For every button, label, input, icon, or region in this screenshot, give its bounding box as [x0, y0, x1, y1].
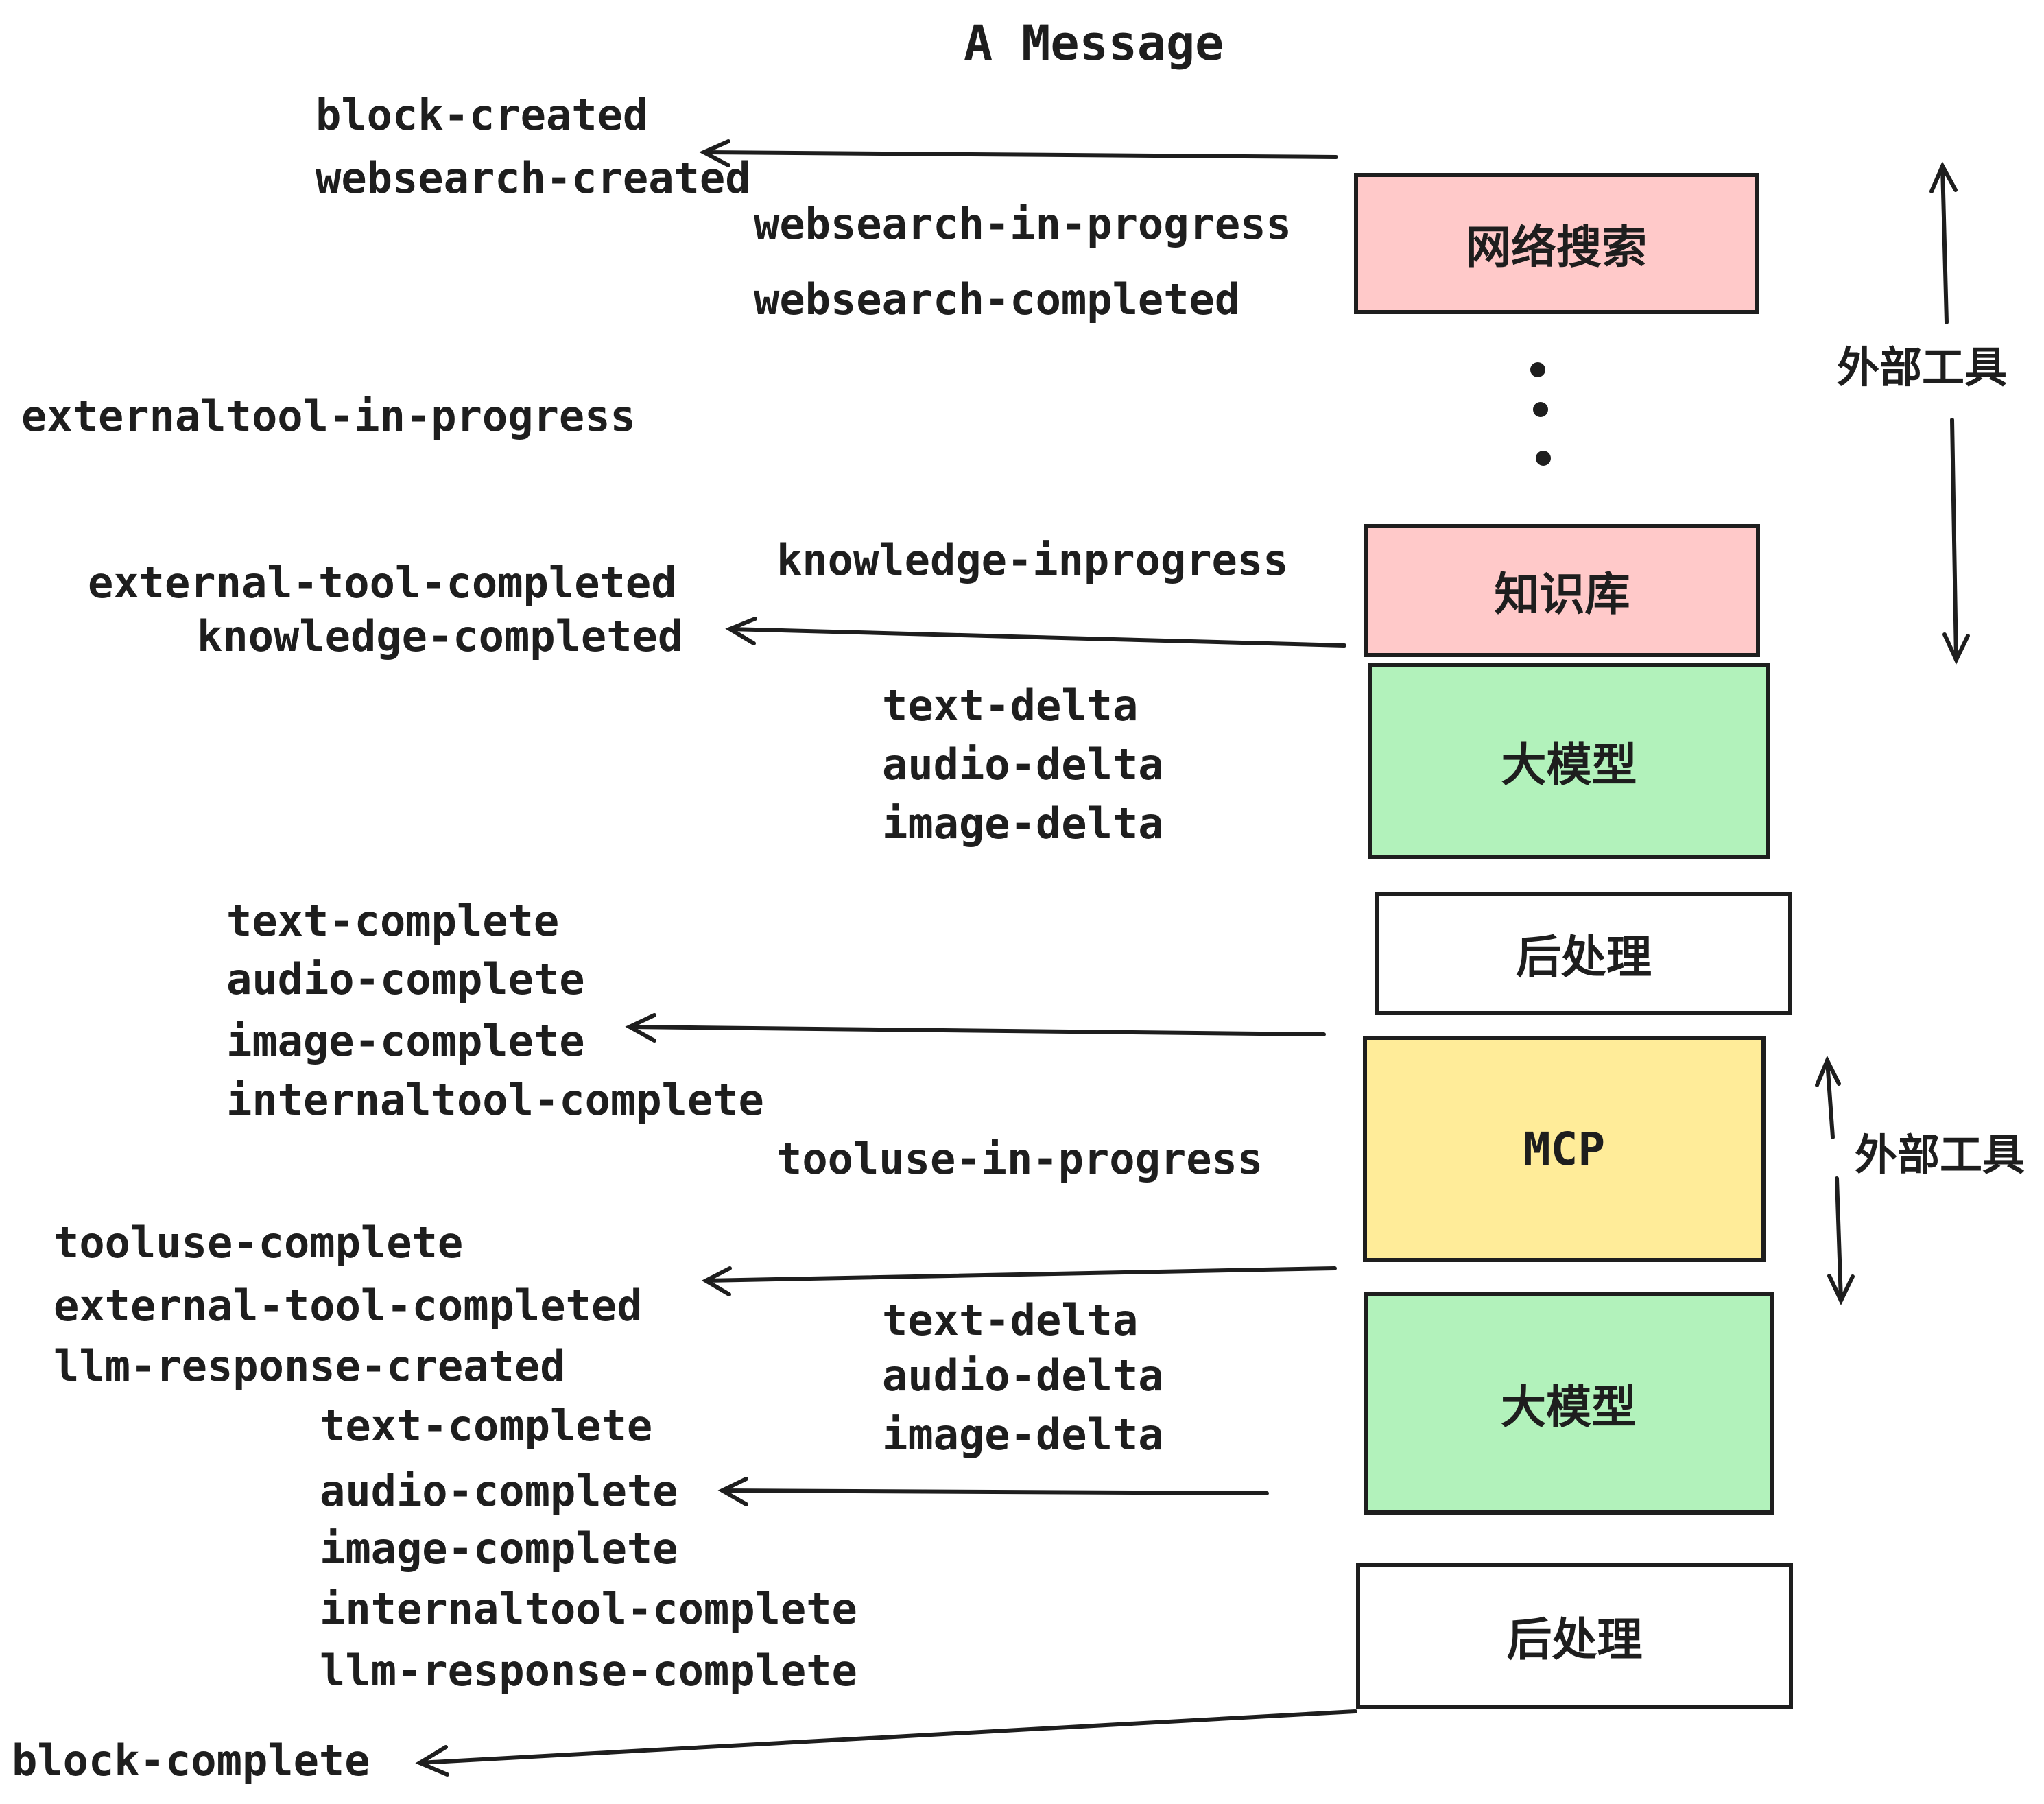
event-label-text-delta: text-delta	[882, 680, 1139, 731]
event-label-websearch-in-progress: websearch-in-progress	[754, 199, 1292, 249]
side-label-external-tools-bottom: 外部工具	[1855, 1130, 2025, 1180]
box-post-processing-top-label: 后处理	[1516, 931, 1652, 984]
event-label-websearch-completed: websearch-completed	[754, 274, 1241, 324]
event-label-websearch-created: websearch-created	[316, 153, 751, 203]
event-label-knowledge-completed: knowledge-completed	[197, 611, 684, 661]
arrow-mcp-to-tooluse-complete	[701, 1266, 1337, 1296]
event-label-tooluse-complete: tooluse-complete	[54, 1218, 464, 1268]
event-label-image-delta-2: image-delta	[882, 1410, 1164, 1460]
ellipsis-dots	[1530, 362, 1551, 466]
event-label-knowledge-inprogress: knowledge-inprogress	[776, 535, 1289, 585]
box-knowledge-base-label: 知识库	[1494, 568, 1630, 621]
arrow-knowledge-to-completed	[725, 617, 1346, 648]
arrow-llm2-to-complete	[717, 1477, 1269, 1506]
box-post-processing-bottom: 后处理	[1356, 1563, 1793, 1709]
box-mcp: MCP	[1363, 1036, 1766, 1262]
box-llm-top: 大模型	[1368, 663, 1770, 859]
arrow-post2-to-block-complete	[415, 1709, 1357, 1777]
box-llm-bottom: 大模型	[1364, 1292, 1774, 1515]
side-label-external-tools-top: 外部工具	[1837, 342, 2008, 392]
arrow-external-tools-bottom-down	[1827, 1176, 1855, 1305]
event-label-externaltool-in-progress: externaltool-in-progress	[21, 391, 636, 441]
event-label-text-complete-2: text-complete	[320, 1401, 653, 1451]
event-label-audio-delta: audio-delta	[882, 739, 1164, 790]
box-websearch: 网络搜索	[1354, 173, 1759, 314]
event-label-external-tool-completed-2: external-tool-completed	[54, 1281, 643, 1331]
event-label-audio-complete-2: audio-complete	[320, 1466, 678, 1516]
arrow-external-tools-bottom-up	[1815, 1055, 1841, 1139]
event-label-internaltool-complete-2: internaltool-complete	[320, 1584, 857, 1634]
event-label-block-complete: block-complete	[12, 1735, 370, 1785]
box-post-processing-top: 后处理	[1375, 892, 1792, 1015]
event-label-text-complete: text-complete	[226, 896, 560, 946]
event-label-llm-response-created: llm-response-created	[54, 1341, 566, 1391]
event-label-text-delta-2: text-delta	[882, 1295, 1139, 1345]
event-label-image-delta: image-delta	[882, 798, 1164, 848]
box-knowledge-base: 知识库	[1364, 524, 1760, 657]
event-label-audio-delta-2: audio-delta	[882, 1351, 1164, 1401]
event-label-image-complete: image-complete	[226, 1016, 585, 1066]
event-label-external-tool-completed: external-tool-completed	[88, 558, 677, 608]
box-mcp-label: MCP	[1523, 1122, 1606, 1176]
diagram-title: A Message	[964, 15, 1224, 71]
event-label-image-complete-2: image-complete	[320, 1523, 678, 1574]
event-label-internaltool-complete: internaltool-complete	[226, 1075, 764, 1125]
event-label-llm-response-complete: llm-response-complete	[320, 1646, 857, 1696]
box-llm-top-label: 大模型	[1501, 738, 1637, 792]
arrow-websearch-to-created	[699, 139, 1338, 167]
arrow-external-tools-top-down	[1942, 418, 1970, 665]
event-label-audio-complete: audio-complete	[226, 954, 585, 1004]
box-post-processing-bottom-label: 后处理	[1506, 1613, 1643, 1666]
box-websearch-label: 网络搜索	[1466, 221, 1647, 274]
arrow-external-tools-top-up	[1929, 161, 1958, 324]
event-label-block-created: block-created	[316, 90, 649, 140]
event-label-tooluse-in-progress: tooluse-in-progress	[776, 1134, 1263, 1184]
arrow-post1-to-complete	[625, 1013, 1326, 1043]
box-llm-bottom-label: 大模型	[1501, 1380, 1637, 1434]
